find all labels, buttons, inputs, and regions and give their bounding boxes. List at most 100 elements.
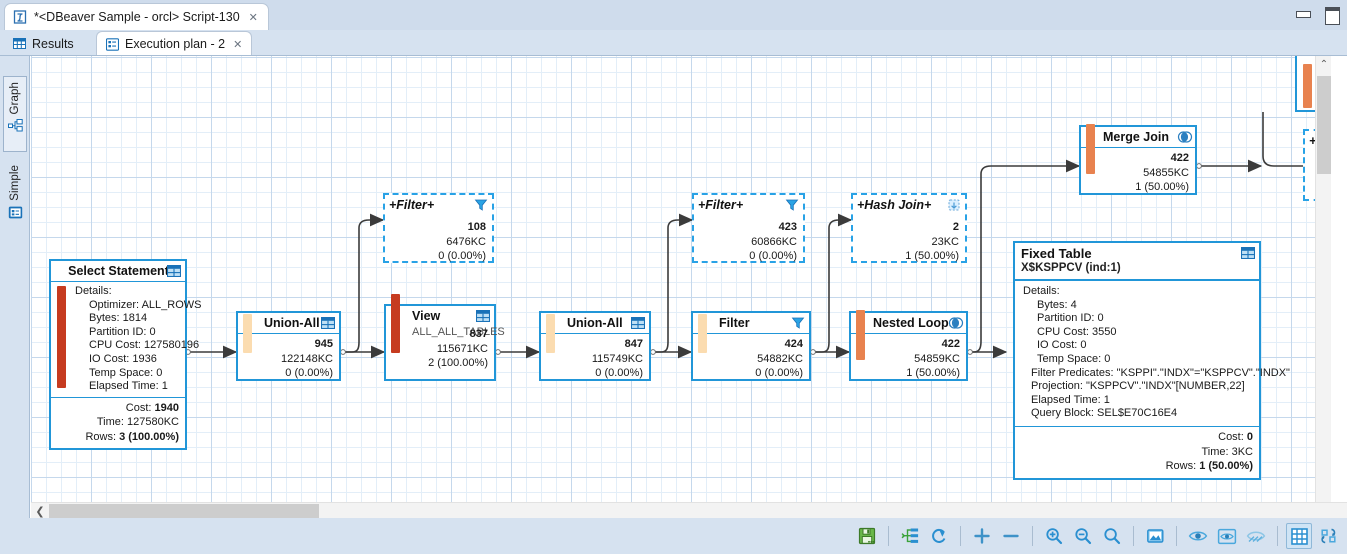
node-title: Union-All [567,316,623,331]
hide-button[interactable] [1243,523,1269,549]
tab-execution-plan-close-icon[interactable]: ✕ [233,39,242,50]
zoom-reset-button[interactable] [1099,523,1125,549]
plan-node-filter-plus-2[interactable]: +Filter+ 423 60866KC 0 (0.00%) [692,193,805,263]
footer-time: Time: 127580KC [57,415,179,430]
stat-rows: 0 (0.00%) [700,249,797,264]
collapse-all-button[interactable] [998,523,1024,549]
cost-bar [1303,64,1312,108]
toggle-grid-button[interactable] [1286,523,1312,549]
save-as-image-button[interactable] [854,523,880,549]
minus-icon [1002,527,1020,545]
plan-node-union-all-1[interactable]: Union-All 945 122148KC [236,311,341,381]
table-icon [1241,246,1255,260]
detail-line: Query Block: SEL$E70C16E4 [1023,407,1253,421]
cost-bar [698,314,707,353]
minimize-icon[interactable] [1295,6,1310,20]
node-body: 2 23KC 1 (50.00%) [853,215,965,261]
node-header: Merge Join [1081,127,1195,148]
node-stats: 424 54882KC 0 (0.00%) [699,337,803,381]
node-body: 837 115671KC 2 (100.00%) [386,327,494,369]
editor-tab-close-icon[interactable]: ✕ [249,12,258,23]
plan-node-merge-join[interactable]: Merge Join 422 54855KC 1 (50.00 [1079,125,1197,195]
plan-node-hash-join-plus[interactable]: +Hash Join+ 2 23KC 1 (50.00%) [851,193,967,263]
save-image-icon [858,527,876,545]
cost-bar [856,310,865,360]
plan-node-view[interactable]: View ALL_ALL_TABLES 837 [384,304,496,381]
plan-node-filter[interactable]: Filter 424 54882KC 0 (0.00%) [691,311,811,381]
table-icon [476,309,490,323]
plan-node-fixed-table[interactable]: Fixed Table X$KSPPCV (ind:1) Details: [1013,241,1261,480]
tab-results[interactable]: Results [4,31,83,56]
footer-rows: Rows: 3 (100.00%) [57,430,179,445]
maximize-icon[interactable] [1324,6,1339,20]
node-title: Select Statement [68,264,169,279]
zoom-out-button[interactable] [1070,523,1096,549]
detail-line: IO Cost: 0 [1023,339,1253,353]
highlight-button[interactable] [1214,523,1240,549]
stat-cost: 424 [699,337,803,352]
stat-cost: 422 [857,337,960,352]
plan-node-nested-loops[interactable]: Nested Loops 422 54859KC 1 (50. [849,311,968,381]
detail-line: Projection: "KSPPCV"."INDX"[NUMBER,22] [1023,380,1253,394]
detail-line: Temp Space: 0 [1023,353,1253,367]
zoom-in-icon [1045,527,1063,545]
node-body: Details: Optimizer: ALL_ROWS Bytes: 1814… [51,282,185,397]
node-header: View [386,306,494,326]
node-title: +Filter+ [698,198,743,213]
execution-plan-editor: Graph Simple [0,55,1347,518]
fit-to-window-button[interactable] [1142,523,1168,549]
eye-boxed-icon [1217,528,1237,545]
scroll-up-arrow-icon[interactable]: ⌃ [1319,60,1329,70]
node-stats: 422 54859KC 1 (50.00%) [857,337,960,381]
canvas-horizontal-scrollbar[interactable]: ❮ [31,502,1347,519]
stat-cost: 847 [547,337,643,352]
layout-button[interactable] [897,523,923,549]
join-icon [1177,130,1191,144]
refresh-button[interactable] [926,523,952,549]
simple-view-icon [8,205,23,220]
grid-icon [1291,528,1308,545]
editor-tab-script[interactable]: *<DBeaver Sample - orcl> Script-130 ✕ [4,3,269,30]
stat-time: 115749KC [547,352,643,367]
detail-line: Partition ID: 0 [75,326,179,340]
sidebar-item-simple[interactable]: Simple [3,160,27,238]
node-title: +Hash Join+ [857,198,931,213]
cost-bar [546,314,555,353]
sidebar-item-graph[interactable]: Graph [3,76,27,152]
stat-cost: 422 [1087,151,1189,166]
tab-results-label: Results [32,37,74,51]
stat-rows: 0 (0.00%) [391,249,486,264]
plan-node-filter-plus-1[interactable]: +Filter+ 108 6476KC 0 (0.00%) [383,193,494,263]
zoom-in-button[interactable] [1041,523,1067,549]
tab-execution-plan[interactable]: Execution plan - 2 ✕ [96,31,252,56]
footer-rows: Rows: 1 (50.00%) [1021,459,1253,474]
node-header: +Hash Join+ [853,195,965,215]
separator-1 [888,526,889,546]
refresh-arrow-icon [930,527,948,545]
node-footer: Cost: 0 Time: 3KC Rows: 1 (50.00%) [1015,426,1259,478]
script-icon [13,10,27,24]
scroll-left-arrow-icon[interactable]: ❮ [34,505,46,518]
expand-all-button[interactable] [969,523,995,549]
node-body: 424 54882KC 0 (0.00%) [693,334,809,380]
window-title-bar: *<DBeaver Sample - orcl> Script-130 ✕ [0,0,1347,30]
separator-5 [1176,526,1177,546]
table-icon [631,316,645,330]
node-stats: 847 115749KC 0 (0.00%) [547,337,643,381]
plan-toolbar-buttons [854,521,1341,551]
node-header: +Filter+ [694,195,803,215]
node-details: Details: Bytes: 4 Partition ID: 0 CPU Co… [1021,285,1253,421]
plan-diagram-canvas[interactable]: Select Statement Details: Op [31,56,1331,502]
plan-node-select-statement[interactable]: Select Statement Details: Op [49,259,187,450]
eye-icon [1188,528,1208,544]
show-details-button[interactable] [1185,523,1211,549]
fit-window-icon [1146,527,1165,545]
horizontal-scroll-thumb[interactable] [49,504,319,518]
vertical-scroll-thumb[interactable] [1317,76,1331,174]
plan-node-union-all-2[interactable]: Union-All 847 115749KC [539,311,651,381]
node-stats: 837 115671KC 2 (100.00%) [392,327,488,371]
sidebar-item-graph-label: Graph [9,82,21,114]
canvas-vertical-scrollbar[interactable]: ⌃ [1315,56,1331,502]
plus-icon [973,527,991,545]
node-footer: Cost: 1940 Time: 127580KC Rows: 3 (100.0… [51,397,185,449]
